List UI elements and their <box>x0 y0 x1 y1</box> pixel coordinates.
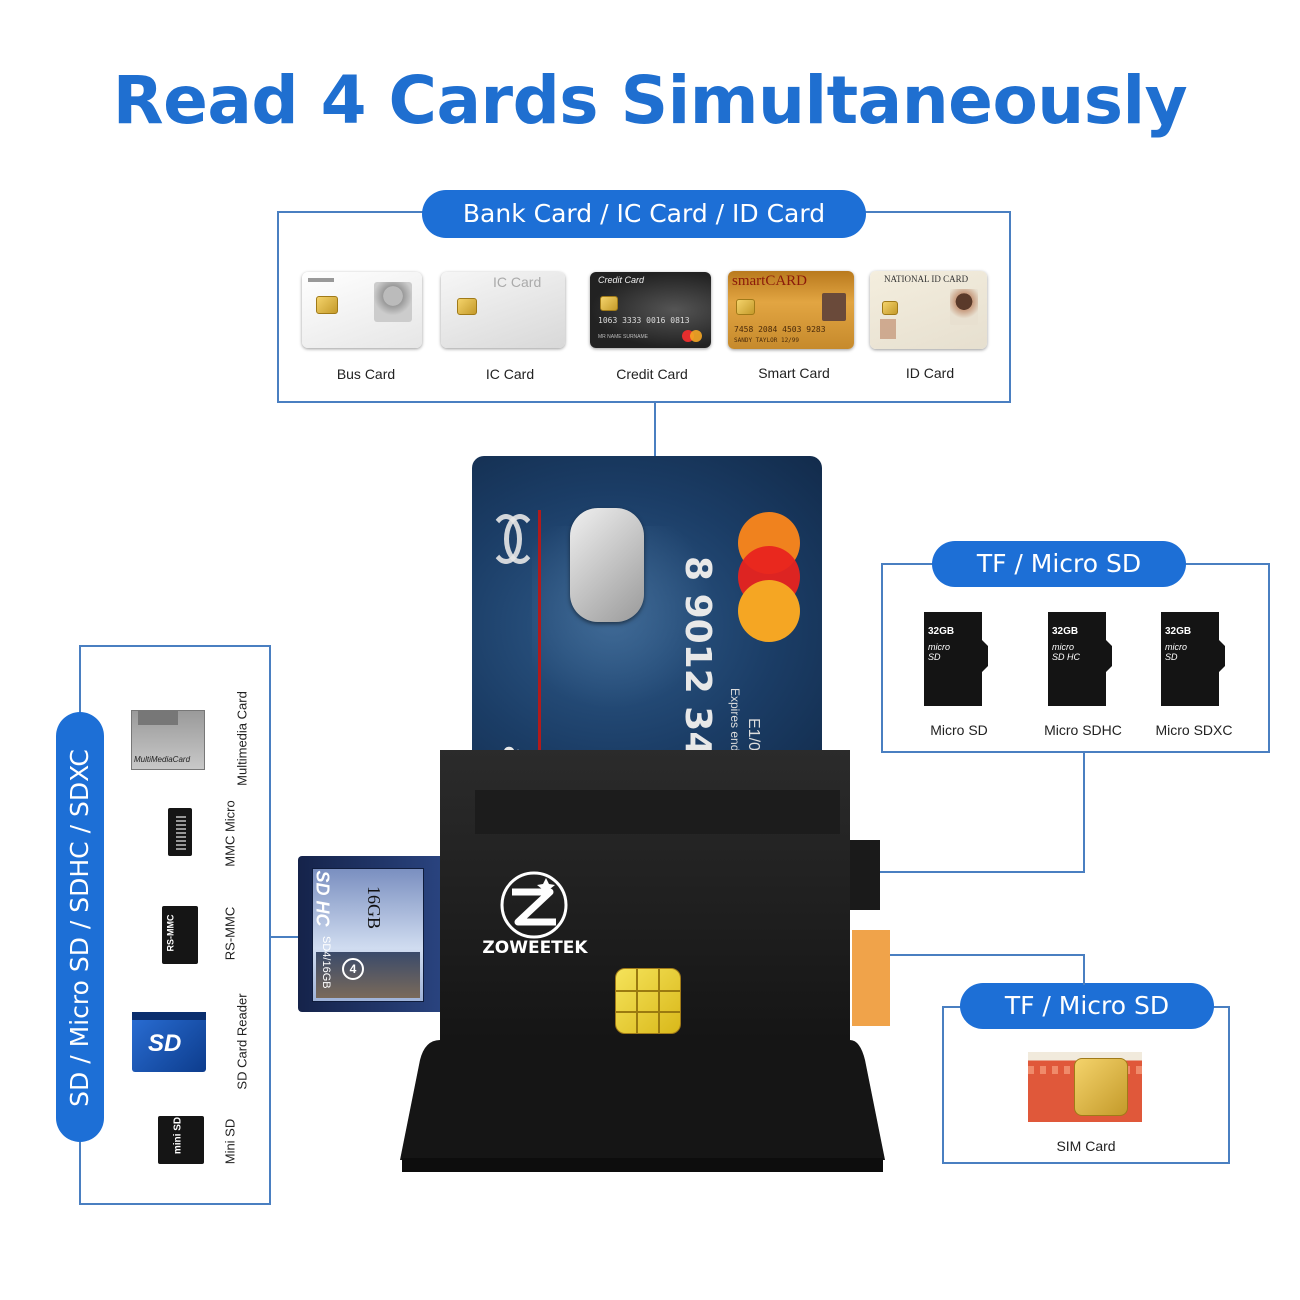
sd-section-label: SD / Micro SD / SDHC / SDXC <box>65 749 94 1107</box>
micro-sdxc-caption: Micro SDXC <box>1155 722 1233 738</box>
mmc-micro-caption: MMC Micro <box>222 800 238 867</box>
reader-chip <box>615 968 681 1034</box>
smart-card-holder: SANDY TAYLOR 12/99 <box>734 337 800 344</box>
micro-sdhc-caption: Micro SDHC <box>1044 722 1122 738</box>
id-card-image: NATIONAL ID CARD <box>870 271 987 349</box>
sim-chip <box>1074 1058 1128 1116</box>
smart-card-image: smartCARD 7458 2084 4503 9283 SANDY TAYL… <box>728 271 854 349</box>
bank-connector-line <box>654 403 656 479</box>
inserted-sd-model: SD4/16GB <box>320 936 332 989</box>
tf-micro-sd-section-label: TF / Micro SD <box>932 541 1186 587</box>
credit-card-image: Credit Card 1063 3333 0016 0813 MR NAME … <box>590 272 711 348</box>
smart-card-number: 7458 2084 4503 9283 <box>734 325 826 334</box>
credit-card-holder: MR NAME SURNAME <box>598 334 649 340</box>
sd-card-reader-caption: SD Card Reader <box>234 993 250 1090</box>
id-card-face-text: NATIONAL ID CARD <box>884 274 969 284</box>
micro-sdhc-card-image <box>1048 612 1112 706</box>
ic-card-image: IC Card <box>441 272 565 348</box>
rs-mmc-caption: RS-MMC <box>222 906 238 961</box>
sd-card-image: SD <box>132 1012 206 1072</box>
smart-card-face-text: smartCARD <box>732 273 807 289</box>
credit-card-caption: Credit Card <box>616 366 688 382</box>
sim-connector-vertical <box>1083 955 1085 985</box>
micro-sdxc-marks: micro SD <box>1165 642 1187 662</box>
micro-sdxc-capacity: 32GB <box>1165 626 1192 637</box>
credit-card-face-text: Credit Card <box>598 275 645 285</box>
mini-sd-caption: Mini SD <box>222 1118 238 1165</box>
sim-connector-horizontal <box>878 954 1085 956</box>
micro-sd-capacity: 32GB <box>928 626 955 637</box>
mini-sd-face-text: mini SD <box>172 1116 184 1155</box>
sim-card-image <box>1028 1052 1142 1122</box>
zoweetek-logo-icon <box>500 871 568 939</box>
card-reader-body <box>400 750 890 1172</box>
reader-brand: ZOWEETEK <box>482 938 588 958</box>
inserted-sd-marks: SD HC <box>312 870 333 927</box>
sim-card-caption: SIM Card <box>1056 1138 1116 1154</box>
micro-sdhc-capacity: 32GB <box>1052 626 1079 637</box>
sd-card-face-text: SD <box>148 1030 182 1057</box>
smart-card-caption: Smart Card <box>758 365 830 381</box>
bus-card-image <box>302 272 422 348</box>
id-card-caption: ID Card <box>905 365 955 381</box>
page-title: Read 4 Cards Simultaneously <box>112 62 1188 139</box>
tf-connector-vertical <box>1083 753 1085 873</box>
bank-card-section-label: Bank Card / IC Card / ID Card <box>422 190 866 238</box>
multimedia-card-caption: Multimedia Card <box>234 691 250 786</box>
mini-sd-card-image: mini SD <box>158 1116 204 1164</box>
sd-section-pill <box>56 712 104 1142</box>
tf-connector-horizontal <box>878 871 1085 873</box>
multimedia-card-image: MultiMediaCard <box>131 710 205 770</box>
inserted-bank-card: 8 9012 3456 Expires end E1/01 from 08 ar… <box>472 456 822 796</box>
micro-sdxc-card-image <box>1161 612 1225 706</box>
bus-card-caption: Bus Card <box>336 366 396 382</box>
micro-sd-marks: micro SD <box>928 642 950 662</box>
credit-card-number: 1063 3333 0016 0813 <box>598 316 690 325</box>
sim-section-label: TF / Micro SD <box>960 983 1214 1029</box>
inserted-sd-class: 4 <box>342 958 364 980</box>
rs-mmc-face-text: RS-MMC <box>165 914 176 952</box>
inserted-sd-card: SD HC 16GB 4 SD4/16GB <box>298 856 444 1012</box>
micro-sdhc-marks: micro SD HC <box>1052 642 1081 662</box>
multimedia-card-face-text: MultiMediaCard <box>134 755 191 764</box>
rs-mmc-card-image: RS-MMC <box>162 906 198 964</box>
ic-card-caption: IC Card <box>485 366 535 382</box>
micro-sd-caption: Micro SD <box>930 722 988 738</box>
mmc-micro-card-image <box>168 808 192 856</box>
micro-sd-card-image <box>924 612 988 706</box>
ic-card-face-text: IC Card <box>493 274 542 290</box>
